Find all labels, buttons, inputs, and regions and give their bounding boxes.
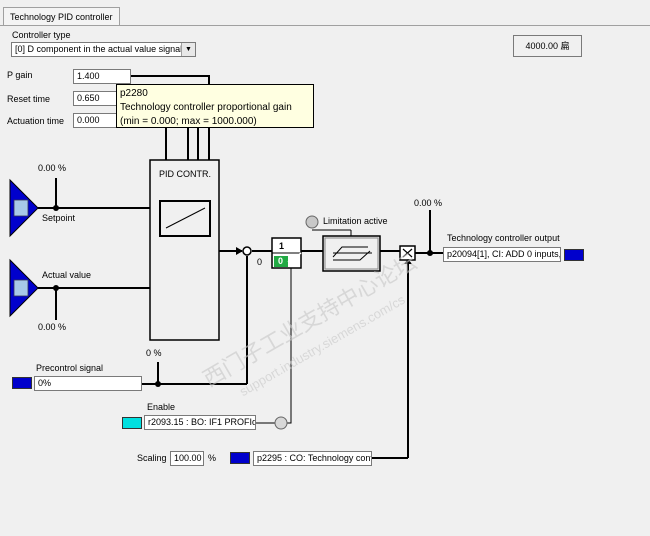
panel-border [0, 25, 650, 26]
tc-output-label: Technology controller output [447, 233, 560, 243]
scaling-connector-button[interactable] [230, 452, 250, 464]
scaling-unit: % [208, 453, 217, 463]
tab-strip: Technology PID controller [0, 0, 650, 26]
chevron-down-icon[interactable]: ▼ [181, 43, 195, 56]
enable-source[interactable]: r2093.15 : BO: IF1 PROFIdrive [144, 415, 256, 430]
precontrol-connector-button[interactable] [12, 377, 32, 389]
tooltip-param-id: p2280 [120, 88, 148, 99]
scaling-source[interactable]: p2295 : CO: Technology contr [253, 451, 372, 466]
setpoint-input[interactable] [9, 178, 39, 238]
scaling-label: Scaling [137, 453, 167, 463]
setpoint-value: 0.00 % [38, 163, 67, 173]
watermark-line1: 西门子工业支持中心论坛 [199, 249, 421, 392]
actual-value-input[interactable] [9, 258, 39, 318]
precontrol-label: Precontrol signal [36, 363, 104, 373]
precontrol-field[interactable]: 0% [34, 376, 142, 391]
enable-connector-button[interactable] [122, 417, 142, 429]
tc-output-source[interactable]: p20094[1], CI: ADD 0 inputs, In [443, 247, 561, 262]
controller-type-value: [0] D component in the actual value sign… [15, 44, 183, 54]
tooltip-description: Technology controller proportional gain [120, 102, 292, 113]
p-gain-label: P gain [7, 70, 33, 80]
setpoint-label: Setpoint [42, 213, 76, 223]
output-value-display: 4000.00 扁 [513, 35, 582, 57]
actual-value-label: Actual value [42, 270, 92, 280]
switch-upper-label: 1 [279, 241, 285, 251]
reset-time-label: Reset time [7, 94, 51, 104]
actuation-time-label: Actuation time [7, 116, 65, 126]
enable-label: Enable [147, 402, 176, 412]
controller-type-select[interactable]: [0] D component in the actual value sign… [11, 42, 196, 57]
switch-lower-label: 0 [278, 256, 284, 266]
precontrol-node-value: 0 % [146, 348, 162, 358]
tab-technology-pid-controller[interactable]: Technology PID controller [3, 7, 120, 26]
scaling-field[interactable]: 100.00 [170, 451, 204, 466]
switch-zero-label: 0 [257, 257, 263, 267]
tc-output-connector-button[interactable] [564, 249, 584, 261]
tooltip-range: (min = 0.000; max = 1000.000) [120, 116, 257, 127]
actual-value-value: 0.00 % [38, 322, 67, 332]
param-tooltip: p2280 Technology controller proportional… [116, 84, 314, 128]
limitation-label: Limitation active [323, 216, 388, 226]
controller-type-label: Controller type [12, 30, 71, 40]
output-percent: 0.00 % [414, 198, 443, 208]
p-gain-field[interactable]: 1.400 [73, 69, 131, 84]
pid-block-label: PID CONTR. [159, 169, 212, 179]
